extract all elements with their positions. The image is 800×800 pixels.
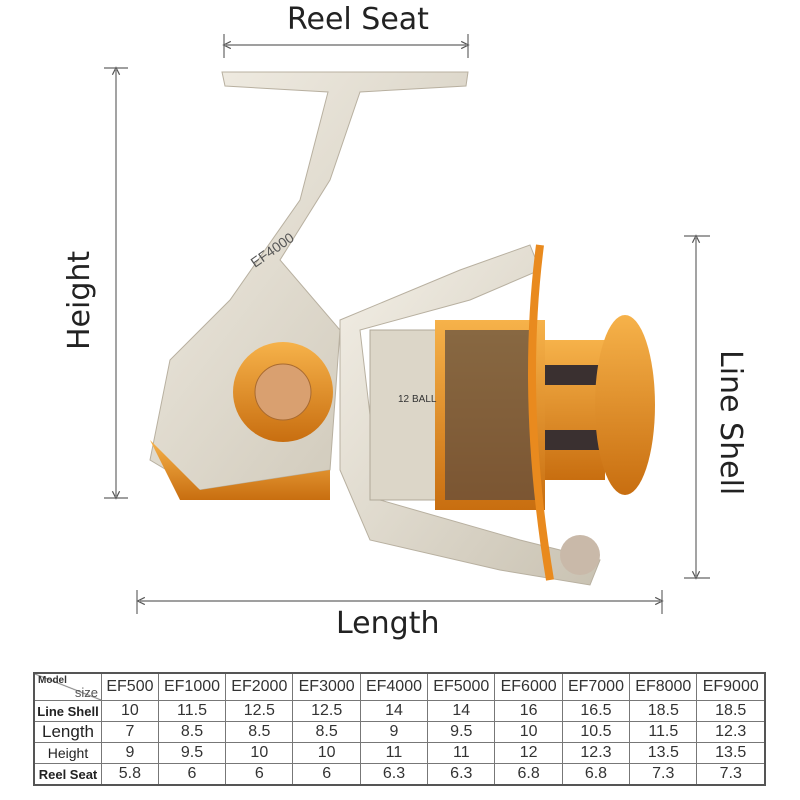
model-header: EF6000 [494,672,563,701]
table-cell: 7.3 [629,763,698,786]
table-cell: 16 [494,700,563,722]
table-cell: 7 [101,721,159,743]
model-header: EF3000 [292,672,361,701]
table-cell: 7.3 [696,763,766,786]
model-header: EF500 [101,672,159,701]
table-cell: 11 [359,742,429,764]
table-cell: 12.5 [225,700,294,722]
table-cell: 10 [225,742,294,764]
table-cell: 8.5 [292,721,361,743]
table-cell: 11 [427,742,496,764]
model-header: EF2000 [225,672,294,701]
table-cell: 14 [427,700,496,722]
table-cell: 10 [292,742,361,764]
row-label: Reel Seat [33,763,102,786]
model-header: EF4000 [359,672,429,701]
model-header: EF8000 [629,672,698,701]
table-cell: 14 [359,700,429,722]
table-cell: 5.8 [101,763,159,786]
table-cell: 12.3 [561,742,631,764]
reel-illustration: EF4000 12 BALL [149,71,655,586]
table-cell: 11.5 [157,700,227,722]
corner-size-label: size [74,685,98,700]
bearing-count: 12 [398,394,410,405]
model-header: EF1000 [157,672,227,701]
table-cell: 12 [494,742,563,764]
table-cell: 8.5 [225,721,294,743]
model-header: EF5000 [427,672,496,701]
table-cell: 9 [101,742,159,764]
table-cell: 18.5 [629,700,698,722]
table-cell: 8.5 [157,721,227,743]
table-cell: 6.3 [427,763,496,786]
table-cell: 9.5 [427,721,496,743]
length-label: Length [336,606,440,641]
dimension-arrows [104,34,710,614]
table-cell: 11.5 [629,721,698,743]
height-label: Height [62,250,97,350]
row-label: Height [33,742,102,764]
table-cell: 6.3 [359,763,429,786]
table-cell: 16.5 [561,700,631,722]
table-cell: 6 [225,763,294,786]
table-cell: 12.5 [292,700,361,722]
table-corner-cell: Model size [33,672,102,701]
table-cell: 6 [157,763,227,786]
row-label: Line Shell [33,700,102,722]
table-cell: 6.8 [561,763,631,786]
table-cell: 12.3 [696,721,766,743]
table-cell: 9 [359,721,429,743]
table-cell: 6 [292,763,361,786]
row-label: Length [33,721,102,743]
table-cell: 13.5 [696,742,766,764]
reel-seat-label: Reel Seat [287,2,429,37]
table-cell: 6.8 [494,763,563,786]
bearing-text: BALL [412,394,437,405]
table-cell: 10.5 [561,721,631,743]
table-cell: 13.5 [629,742,698,764]
corner-model-label: Model [38,675,67,686]
table-cell: 10 [494,721,563,743]
reel-diagram: EF4000 12 BALL [104,34,710,614]
table-cell: 10 [101,700,159,722]
model-header: EF7000 [561,672,631,701]
table-cell: 9.5 [157,742,227,764]
table-cell: 18.5 [696,700,766,722]
line-shell-label: Line Shell [713,350,748,496]
model-header: EF9000 [696,672,766,701]
